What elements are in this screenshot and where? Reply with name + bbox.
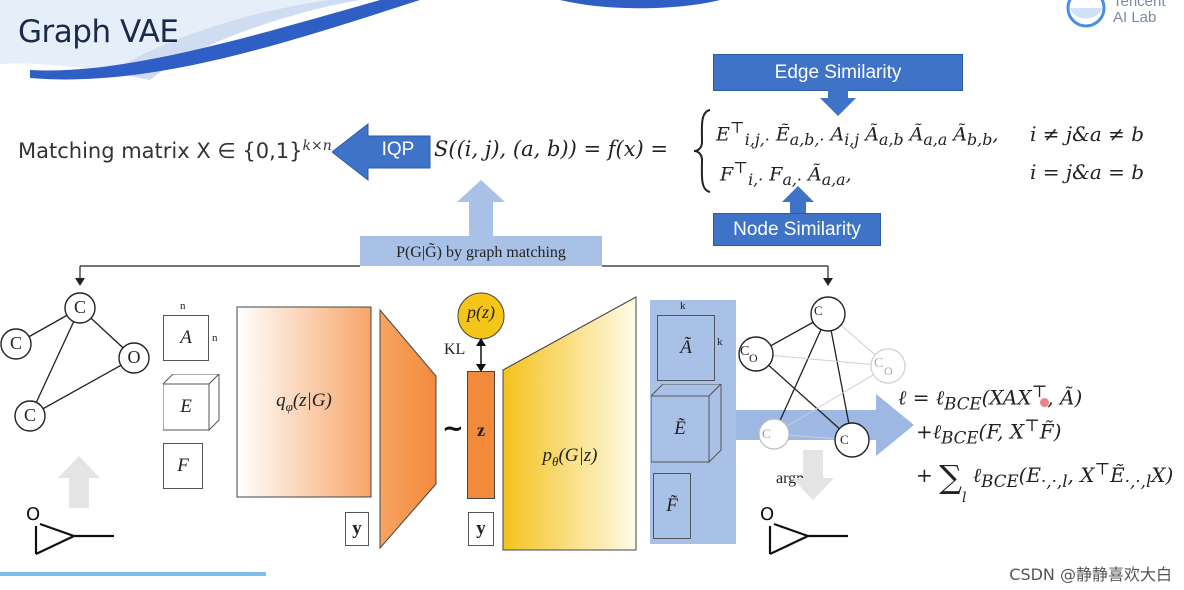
logo-text: Tencent AI Lab: [1113, 0, 1166, 26]
output-node-6: C: [840, 432, 849, 447]
edge-tilde-label: Ẽ: [674, 418, 686, 439]
loss-plus: +: [916, 463, 933, 487]
svg-text:O: O: [26, 504, 40, 525]
loss-line-2: +ℓBCE(F, X⊤F̃): [916, 416, 1062, 448]
similarity-lhs: S((i, j), (a, b)) = f(x) =: [434, 137, 669, 161]
output-node-2: C: [740, 344, 750, 359]
output-graph: [738, 296, 906, 458]
input-node-3: O: [127, 347, 141, 367]
adjacency-box: A: [163, 315, 209, 361]
graph-matching-band: [360, 236, 602, 266]
dim-n-top: n: [180, 300, 186, 312]
output-node-3: O: [749, 351, 758, 365]
node-similarity-box: Node Similarity: [713, 213, 881, 246]
feature-box: F: [163, 443, 203, 489]
dim-k-top: k: [680, 300, 686, 312]
encoder-shape: [236, 306, 437, 550]
logo-line2: AI Lab: [1113, 9, 1157, 26]
edge-similarity-box: Edge Similarity: [713, 54, 963, 91]
output-node-1: C: [814, 303, 823, 318]
case-brace: [693, 109, 711, 193]
kl-label: KL: [444, 341, 466, 358]
feature-tilde-box: F̃: [653, 473, 691, 539]
input-node-1: C: [73, 297, 86, 317]
encoder-label: qφ(z|G): [276, 390, 332, 414]
loss-line-3: + ∑l ℓBCE(E·,·,l, X⊤Ẽ·,·,lX): [916, 452, 1174, 506]
svg-text:O: O: [760, 504, 774, 525]
graph-matching-up-arrow: [457, 180, 505, 240]
input-node-2: C: [9, 333, 22, 353]
graph-matching-label: P(G|G̃) by graph matching: [396, 244, 566, 261]
matching-text: Matching matrix X ∈ {0,1}: [18, 139, 303, 163]
edge-tilde-cube: [651, 384, 722, 464]
output-node-4: C: [874, 356, 884, 371]
output-molecule-icon: O: [760, 504, 848, 555]
encode-up-arrow: [58, 456, 100, 508]
case1-condition: i ≠ j&a ≠ b: [1030, 122, 1145, 146]
iqp-arrow-shape: [332, 122, 431, 182]
header-swoosh-graphic: [0, 0, 720, 80]
footer-progress-line: [0, 572, 266, 576]
output-node-5: C: [762, 426, 771, 441]
watermark: CSDN @静静喜欢大白: [1009, 565, 1172, 584]
matching-sup: k×n: [302, 138, 332, 154]
latent-z-bar: [467, 371, 495, 499]
case2-condition: i = j&a = b: [1030, 160, 1145, 184]
latent-z-label: z: [477, 420, 485, 440]
matching-matrix-label: Matching matrix X ∈ {0,1}k×n: [18, 138, 332, 163]
iqp-label: IQP: [381, 139, 415, 160]
output-arrow: [736, 394, 914, 456]
sampling-tilde: ~: [442, 414, 464, 444]
logo-line1: Tencent: [1113, 0, 1166, 10]
prior-label: p(z): [467, 302, 495, 322]
output-node-7: O: [884, 364, 893, 378]
dim-k-side: k: [717, 336, 723, 348]
tencent-logo-icon: [1066, 0, 1106, 28]
prior-circle: [457, 292, 505, 372]
edge-box-label: E: [180, 396, 192, 417]
loss-line-3-term: ℓBCE(E·,·,l, X⊤Ẽ·,·,lX): [972, 459, 1174, 491]
edge-similarity-arrow: [820, 88, 856, 116]
input-node-4: C: [23, 405, 36, 425]
matching-bracket-line: [75, 265, 833, 286]
condition-y-decoder: y: [468, 512, 494, 546]
case1-expression: E⊤i,j,· Ẽa,b,· Ai,j Ãa,b Ãa,a Ãb,b,: [716, 118, 999, 150]
decoder-shape: [502, 296, 637, 551]
input-molecule-icon: O: [26, 504, 114, 555]
adjacency-tilde-box: Ã: [657, 315, 715, 381]
argmax-down-arrow: [792, 450, 834, 500]
loss-sum-symbol: ∑: [939, 458, 962, 496]
input-graph: [0, 292, 150, 432]
decoder-label: pθ(G|z): [542, 445, 598, 469]
edge-tensor-cube: [163, 374, 220, 432]
dim-n-side: n: [212, 332, 218, 344]
loss-line-1: ℓ = ℓBCE(XAX⊤, Ã): [898, 382, 1083, 414]
condition-y-encoder: y: [345, 512, 369, 546]
loss-sum-sub: l: [961, 490, 967, 506]
slide-title: Graph VAE: [18, 14, 179, 50]
node-similarity-arrow: [782, 186, 814, 216]
cursor-dot: [1040, 398, 1049, 407]
case2-expression: F⊤i,· Fa,· Ãa,a,: [720, 158, 852, 190]
